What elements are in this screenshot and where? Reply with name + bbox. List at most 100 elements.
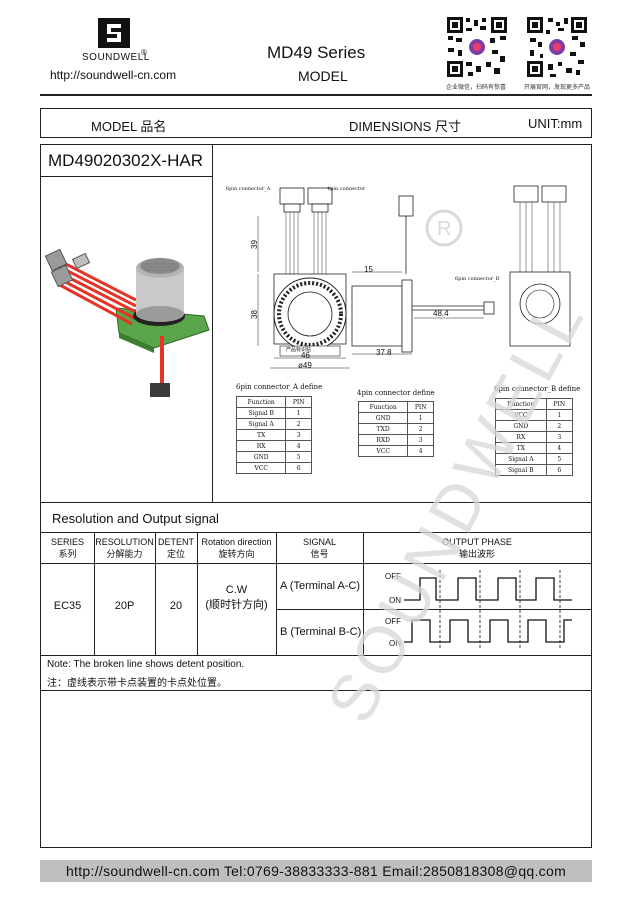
dim-46: 46 bbox=[301, 351, 310, 360]
col-divider bbox=[155, 532, 156, 655]
table-b-cell: Signal A bbox=[495, 453, 547, 465]
table-b-title: 6pin connector_B define bbox=[494, 385, 581, 393]
table-b-cell: VCC bbox=[495, 409, 547, 421]
dim-15: 15 bbox=[364, 265, 373, 274]
header-rotation: Rotation direction 旋转方向 bbox=[197, 537, 276, 560]
table-a-cell: TX bbox=[235, 429, 287, 441]
rotation-value: C.W (顺时针方向) bbox=[197, 584, 276, 612]
header-phase-en: OUTPUT PHASE bbox=[442, 537, 512, 547]
notes-bottom-rule bbox=[41, 690, 591, 691]
table-a-header-function: Function bbox=[235, 396, 287, 408]
table-b-cell: 2 bbox=[545, 420, 574, 432]
waveform-b-off: OFF bbox=[385, 617, 401, 626]
table-a-cell: 5 bbox=[285, 451, 312, 463]
header-detent: DETENT 定位 bbox=[155, 537, 197, 560]
table-b-cell: 5 bbox=[545, 453, 574, 465]
rotation-en: C.W bbox=[225, 584, 248, 596]
header-url[interactable]: http://soundwell-cn.com bbox=[50, 68, 177, 82]
connector-a-label: 6pin connector_A bbox=[226, 186, 271, 192]
resolution-top-rule bbox=[41, 502, 591, 503]
product-illustration bbox=[44, 248, 210, 397]
table-4pin-cell: GND bbox=[357, 412, 409, 424]
header-resolution-en: RESOLUTION bbox=[95, 537, 154, 547]
header-signal-en: SIGNAL bbox=[302, 537, 336, 547]
svg-text:R: R bbox=[437, 218, 451, 240]
table-a-cell: Signal B bbox=[235, 407, 287, 419]
footer-contact: http://soundwell-cn.com Tel:0769-3883333… bbox=[40, 860, 592, 882]
table-b-cell: GND bbox=[495, 420, 547, 432]
table-b-cell: RX bbox=[495, 431, 547, 443]
col-divider bbox=[363, 532, 364, 655]
table-b-cell: 1 bbox=[545, 409, 574, 421]
waveform-b bbox=[404, 619, 572, 643]
table-b-header-function: Function bbox=[495, 398, 547, 410]
qr-caption-left: 企业微信，扫码有惊喜 bbox=[446, 85, 507, 91]
table-a-cell: VCC bbox=[235, 462, 287, 474]
registered-mark: ® bbox=[141, 48, 147, 57]
table-4pin-cell: 4 bbox=[407, 445, 434, 457]
series-value: EC35 bbox=[53, 600, 82, 612]
model-label: MODEL 品名 bbox=[91, 119, 167, 134]
table-b-cell: Signal B bbox=[495, 464, 547, 476]
table-b-header-pin: PIN bbox=[545, 398, 574, 410]
waveform-a-on: ON bbox=[389, 596, 401, 605]
header-rotation-en: Rotation direction bbox=[201, 537, 272, 547]
connector-b-label: 6pin connector_B bbox=[455, 276, 500, 282]
model-bar: MODEL 品名 DIMENSIONS 尺寸 UNIT:mm bbox=[40, 108, 592, 138]
connector-4pin-label: 4pin connector bbox=[327, 186, 366, 192]
output-phase-waveforms bbox=[404, 570, 572, 650]
model-subtitle: MODEL bbox=[298, 68, 348, 84]
table-b-cell: 3 bbox=[545, 431, 574, 443]
header-series-en: SERIES bbox=[50, 537, 84, 547]
header-signal-cn: 信号 bbox=[310, 549, 329, 559]
unit-label: UNIT:mm bbox=[528, 116, 583, 131]
resolution-value: 20P bbox=[114, 600, 135, 612]
waveform-a bbox=[404, 577, 572, 601]
table-a-header-pin: PIN bbox=[285, 396, 312, 408]
technical-drawing bbox=[257, 185, 571, 369]
header-rotation-cn: 旋转方向 bbox=[218, 549, 255, 559]
table-b-cell: TX bbox=[495, 442, 547, 454]
part-number-divider bbox=[41, 176, 213, 177]
soundwell-logo-icon bbox=[98, 18, 130, 48]
col-divider bbox=[276, 532, 277, 655]
dim-49: ø49 bbox=[298, 361, 312, 370]
waveform-a-off: OFF bbox=[385, 572, 401, 581]
table-4pin-header-pin: PIN bbox=[407, 401, 434, 413]
table-4pin-cell: VCC bbox=[357, 445, 409, 457]
series-title: MD49 Series bbox=[267, 43, 366, 62]
table-a-cell: 6 bbox=[285, 462, 312, 474]
col-divider bbox=[197, 532, 198, 655]
main-sheet bbox=[40, 144, 592, 848]
table-a-cell: 4 bbox=[285, 440, 312, 452]
qr-code-website-icon bbox=[526, 16, 588, 78]
header-resolution-cn: 分解能力 bbox=[106, 549, 143, 559]
table-a-cell: 3 bbox=[285, 429, 312, 441]
header-series: SERIES 系列 bbox=[41, 537, 94, 560]
signal-divider bbox=[276, 609, 591, 610]
table-4pin-cell: 2 bbox=[407, 423, 434, 435]
header-divider bbox=[40, 94, 592, 96]
header-series-cn: 系列 bbox=[58, 549, 77, 559]
signal-a-label: A (Terminal A-C) bbox=[280, 580, 361, 592]
table-4pin-cell: 1 bbox=[407, 412, 434, 424]
qr-code-wechat-icon bbox=[446, 16, 508, 78]
dim-39: 39 bbox=[249, 240, 259, 249]
table-b-cell: 4 bbox=[545, 442, 574, 454]
resolution-header-rule bbox=[41, 532, 591, 533]
table-4pin-cell: 3 bbox=[407, 434, 434, 446]
dim-37-8: 37.8 bbox=[376, 348, 392, 357]
resolution-title: Resolution and Output signal bbox=[52, 511, 219, 526]
table-b-cell: 6 bbox=[545, 464, 574, 476]
registered-watermark-icon: R bbox=[425, 209, 463, 247]
table-a-cell: RX bbox=[235, 440, 287, 452]
table-a-cell: Signal A bbox=[235, 418, 287, 430]
table-a-title: 6pin connector_A define bbox=[236, 383, 323, 391]
table-4pin-title: 4pin connector define bbox=[357, 389, 435, 397]
table-a-cell: 2 bbox=[285, 418, 312, 430]
qr-caption-right: 开展官网，发现更多产品 bbox=[524, 85, 591, 91]
part-number: MD49020302X-HAR bbox=[48, 151, 203, 170]
